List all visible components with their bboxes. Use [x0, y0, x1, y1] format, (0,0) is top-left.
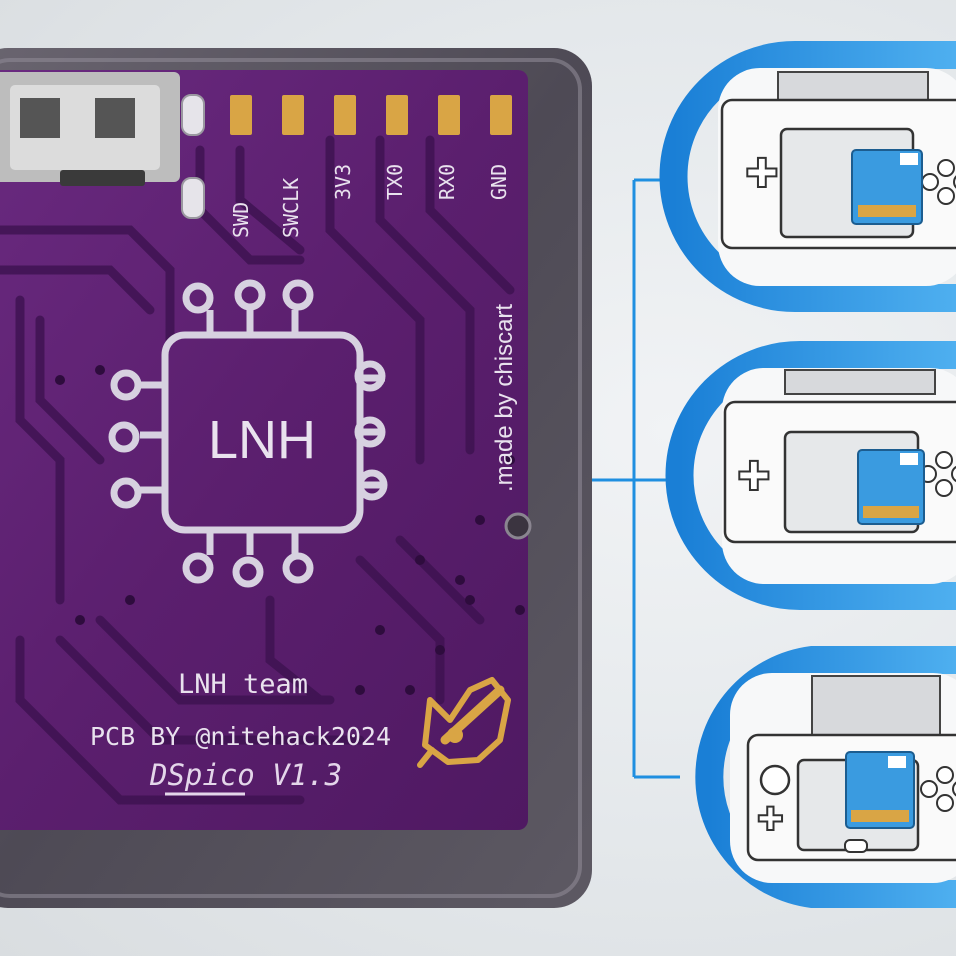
- dpad-icon: ✚: [757, 800, 784, 838]
- team-label: LNH team: [178, 669, 308, 700]
- pcb-traces: [0, 135, 515, 805]
- led-bottom: [181, 177, 205, 219]
- circle-pad-icon: [759, 764, 791, 796]
- console-3ds-xl: ✚: [695, 646, 956, 908]
- sd-card: [851, 149, 923, 225]
- pcb-vias: [55, 365, 525, 695]
- pin-label-gnd: GND: [487, 164, 511, 200]
- pin-label-3v3: 3V3: [331, 164, 355, 200]
- side-credit: .made by chiscart: [491, 304, 518, 492]
- blue-arc: [659, 41, 956, 312]
- pin-labels: SWD SWCLK 3V3 TX0 RX0 GND: [229, 164, 511, 238]
- home-button: [844, 839, 868, 853]
- mount-hole: [504, 512, 532, 540]
- pin-label-rx0: RX0: [435, 164, 459, 200]
- case-inner-edge: [0, 58, 582, 898]
- pin-label-swclk: SWCLK: [279, 178, 303, 238]
- chip-label: LNH: [208, 410, 316, 470]
- cat-mascot-logo: [417, 677, 511, 768]
- console-dsi: ✚: [665, 341, 956, 610]
- console-ds-lite: ✚: [659, 41, 956, 312]
- dspico-board: SWD SWCLK 3V3 TX0 RX0 GND LNH .made by c…: [0, 48, 592, 908]
- face-buttons: [920, 766, 956, 812]
- pcb-surface: [0, 70, 528, 830]
- debug-pads: [230, 95, 512, 135]
- dpad-icon: ✚: [737, 454, 771, 500]
- pcb-credit: PCB BY @nitehack2024: [90, 722, 391, 751]
- dpad-icon: ✚: [745, 151, 779, 197]
- chip-logo: [108, 279, 388, 588]
- sd-card: [845, 751, 915, 829]
- pin-label-swd: SWD: [229, 202, 253, 238]
- model-label: DSpico V1.3: [149, 758, 342, 792]
- usb-port: [0, 72, 180, 186]
- pin-label-tx0: TX0: [383, 164, 407, 200]
- blue-arc: [665, 341, 956, 610]
- sd-card: [857, 449, 925, 525]
- led-top: [181, 94, 205, 136]
